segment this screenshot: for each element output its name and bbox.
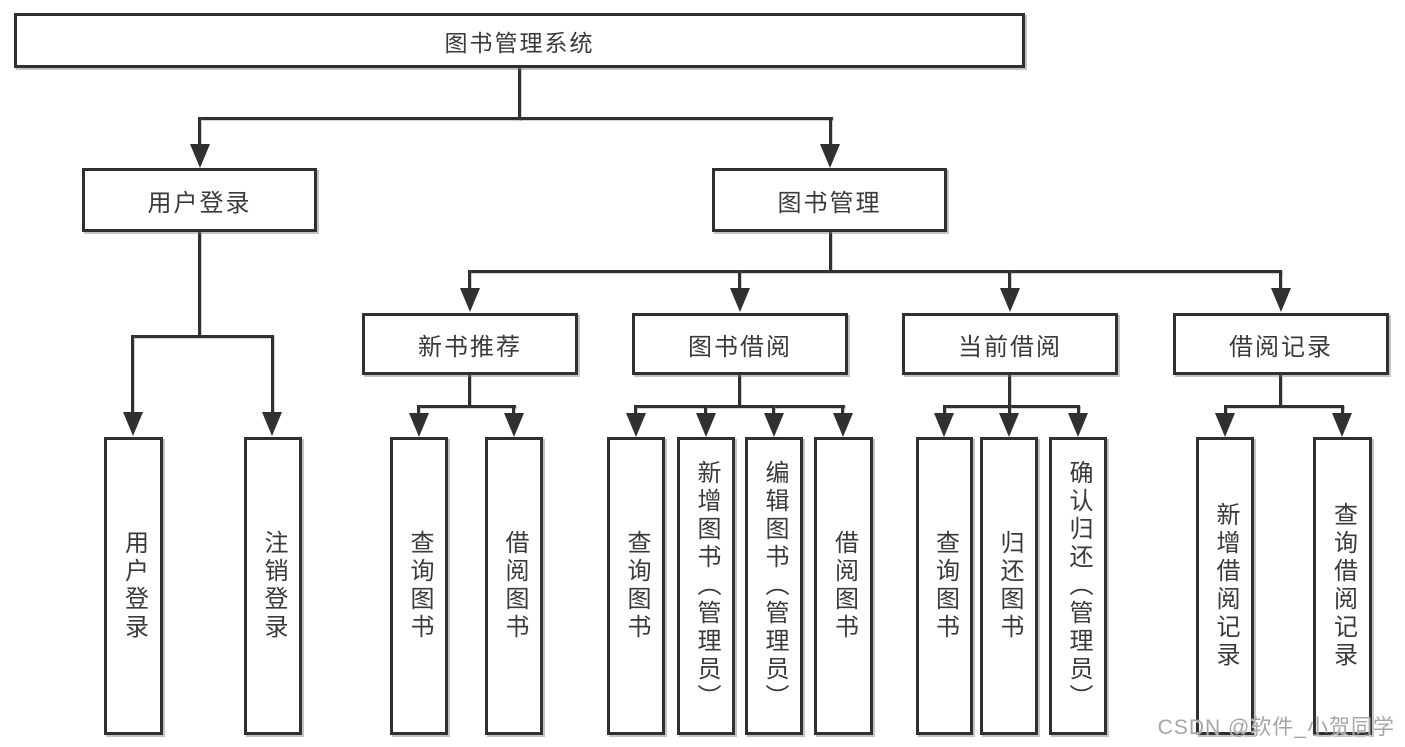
connector-stub-leaf [1008, 405, 1011, 415]
arrowhead-down-icon [833, 413, 853, 437]
arrowhead-down-icon [1068, 413, 1088, 437]
leaf-query-borrow-record: 查询借阅记录 [1313, 437, 1372, 735]
arrowhead-down-icon [820, 144, 840, 168]
connector-group-drop [738, 374, 741, 407]
connector-stub-leaf [512, 405, 515, 415]
connector-stub-group [1008, 270, 1011, 290]
arrowhead-down-icon [730, 288, 750, 312]
connector-stub-leaf [841, 405, 844, 415]
arrowhead-down-icon [1271, 288, 1291, 312]
arrowhead-down-icon [460, 288, 480, 312]
connector-user-login-bar [132, 335, 273, 338]
leaf-edit-books-admin: 编辑图书（管理员） [745, 437, 803, 735]
leaf-user-login: 用户登录 [104, 437, 163, 735]
connector-stub-user-login [198, 117, 201, 147]
arrowhead-down-icon [262, 412, 282, 436]
node-root: 图书管理系统 [14, 13, 1025, 68]
connector-level1-bar [198, 117, 833, 120]
connector-stub-leaf [1224, 405, 1227, 415]
node-book-borrowing: 图书借阅 [632, 313, 848, 375]
arrowhead-down-icon [696, 413, 716, 437]
arrowhead-down-icon [123, 412, 143, 436]
leaf-add-borrow-record: 新增借阅记录 [1196, 437, 1254, 735]
arrowhead-down-icon [626, 413, 646, 437]
connector-group-drop [1279, 374, 1282, 407]
connector-stub-leaf [943, 405, 946, 415]
connector-stub-leaf [772, 405, 775, 415]
connector-root-drop [518, 68, 521, 120]
node-user-login: 用户登录 [82, 168, 317, 232]
arrowhead-down-icon [764, 413, 784, 437]
connector-level3-bar [469, 270, 1282, 273]
connector-stub-group [1279, 270, 1282, 290]
node-borrowing-records: 借阅记录 [1173, 313, 1389, 375]
connector-group-bar [417, 405, 516, 408]
leaf-borrow-books: 借阅图书 [485, 437, 543, 735]
connector-stub-leaf [417, 405, 420, 415]
watermark: CSDN @软件_小贺同学 [1157, 716, 1395, 739]
connector-book-management-drop [829, 232, 832, 272]
connector-group-drop [1008, 374, 1011, 407]
connector-group-bar [943, 405, 1080, 408]
connector-stub-leaf [704, 405, 707, 415]
connector-stub-leaf [131, 335, 134, 417]
leaf-borrow-books: 借阅图书 [814, 437, 873, 735]
connector-stub-leaf [1077, 405, 1080, 415]
arrowhead-down-icon [934, 413, 954, 437]
leaf-add-books-admin: 新增图书（管理员） [677, 437, 735, 735]
leaf-query-books: 查询图书 [390, 437, 448, 735]
arrowhead-down-icon [409, 413, 429, 437]
connector-stub-group [738, 270, 741, 290]
connector-group-bar [1224, 405, 1344, 408]
arrowhead-down-icon [190, 144, 210, 168]
arrowhead-down-icon [1332, 413, 1352, 437]
arrowhead-down-icon [504, 413, 524, 437]
connector-group-bar [634, 405, 845, 408]
connector-user-login-drop [198, 232, 201, 337]
connector-stub-group [468, 270, 471, 290]
arrowhead-down-icon [999, 413, 1019, 437]
connector-stub-leaf [271, 335, 274, 417]
node-new-book-recommendation: 新书推荐 [362, 313, 578, 375]
leaf-query-books: 查询图书 [916, 437, 973, 735]
leaf-confirm-return-admin: 确认归还（管理员） [1049, 437, 1107, 735]
leaf-logout-login: 注销登录 [244, 437, 302, 735]
node-current-borrowing: 当前借阅 [902, 313, 1118, 375]
node-book-management: 图书管理 [712, 168, 947, 232]
connector-group-drop [468, 374, 471, 407]
connector-stub-leaf [634, 405, 637, 415]
connector-stub-leaf [1341, 405, 1344, 415]
connector-stub-book-management [829, 117, 832, 147]
leaf-query-books: 查询图书 [607, 437, 665, 735]
arrowhead-down-icon [1000, 288, 1020, 312]
leaf-return-books: 归还图书 [980, 437, 1038, 735]
arrowhead-down-icon [1215, 413, 1235, 437]
